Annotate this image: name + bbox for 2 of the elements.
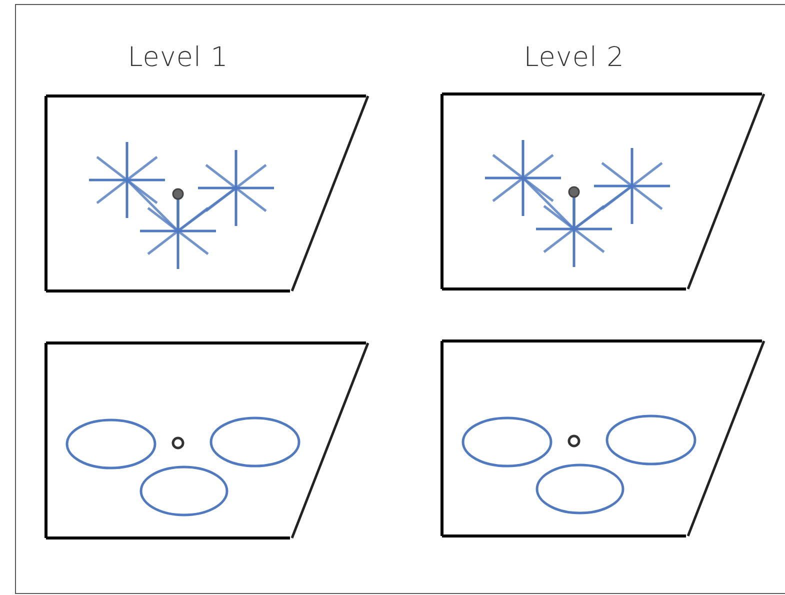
column-heading: Level 2 [522, 42, 626, 73]
column-heading: Level 1 [126, 42, 230, 73]
